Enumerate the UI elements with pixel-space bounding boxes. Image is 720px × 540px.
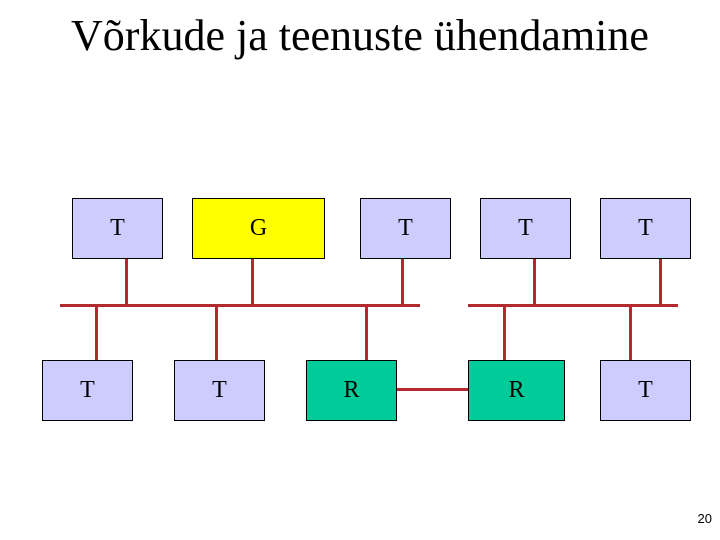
- drop-bottom-3: [503, 305, 506, 360]
- node-terminal: T: [42, 360, 133, 421]
- drop-bottom-1: [215, 305, 218, 360]
- bus-network-1: [60, 304, 420, 307]
- node-router: R: [306, 360, 397, 421]
- drop-top-1: [251, 258, 254, 305]
- node-router: R: [468, 360, 565, 421]
- node-terminal: T: [600, 360, 691, 421]
- node-terminal: T: [174, 360, 265, 421]
- bus-network-2: [468, 304, 678, 307]
- node-terminal: T: [360, 198, 451, 259]
- drop-top-2: [401, 258, 404, 305]
- drop-top-3: [533, 258, 536, 305]
- drop-bottom-2: [365, 305, 368, 360]
- node-terminal: T: [72, 198, 163, 259]
- slide-title: Võrkude ja teenuste ühendamine: [71, 11, 649, 60]
- node-gateway: G: [192, 198, 325, 259]
- drop-top-4: [659, 258, 662, 305]
- node-terminal: T: [600, 198, 691, 259]
- drop-bottom-0: [95, 305, 98, 360]
- drop-bottom-4: [629, 305, 632, 360]
- page-number: 20: [697, 511, 712, 526]
- node-terminal: T: [480, 198, 571, 259]
- router-link: [396, 388, 468, 391]
- drop-top-0: [125, 258, 128, 305]
